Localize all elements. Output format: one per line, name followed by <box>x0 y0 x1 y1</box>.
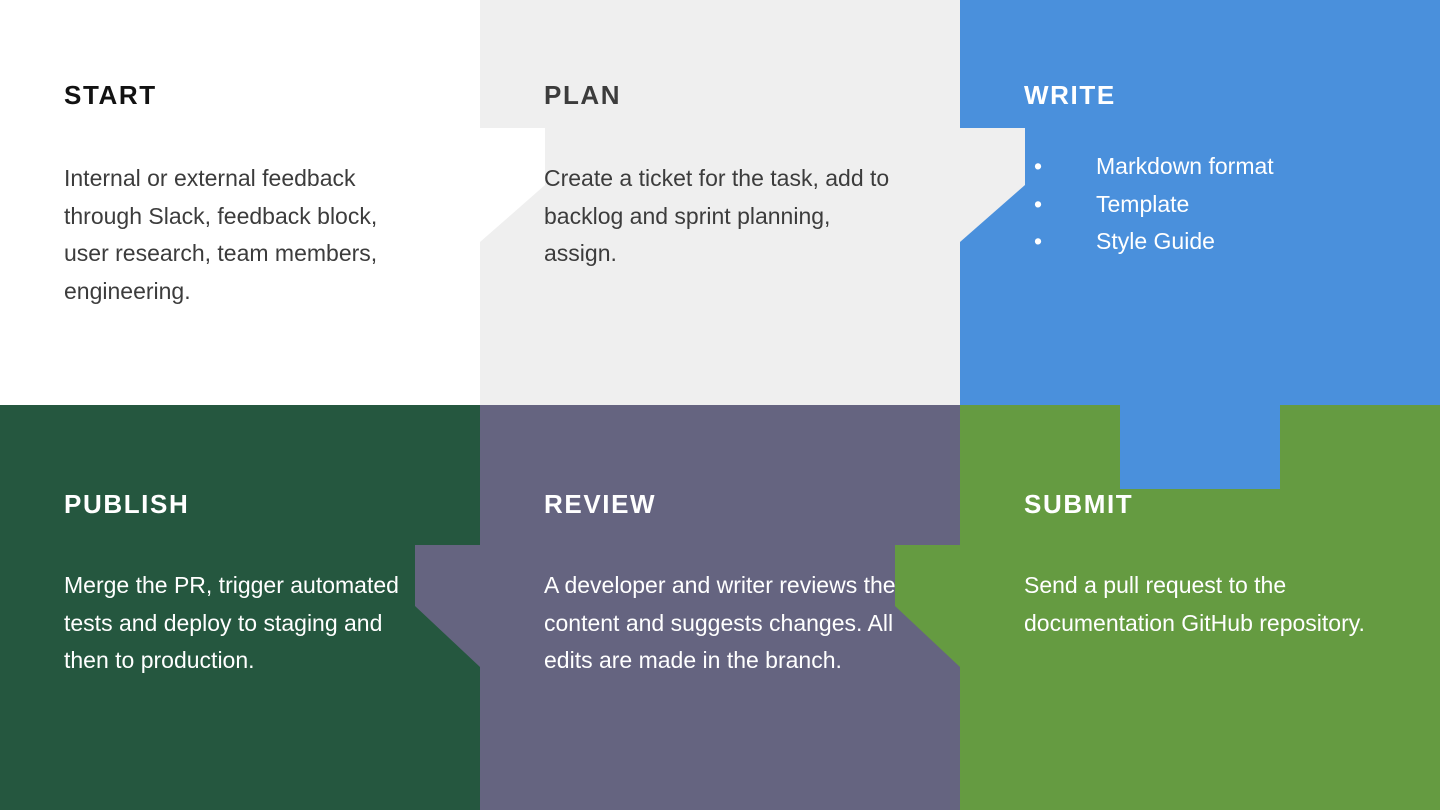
step-panel-plan[interactable]: PLAN Create a ticket for the task, add t… <box>480 0 960 405</box>
connector-arrow-left-icon-review-to-publish <box>415 545 480 667</box>
step-bullet-list-write: Markdown format Template Style Guide <box>1024 108 1376 261</box>
step-body-plan: Create a ticket for the task, add to bac… <box>544 165 890 267</box>
list-item: Template <box>1024 186 1376 224</box>
step-panel-write[interactable]: WRITE Markdown format Template Style Gui… <box>960 0 1440 405</box>
step-background-review <box>480 405 960 810</box>
list-item: Markdown format <box>1024 148 1376 186</box>
step-panel-review[interactable]: REVIEW A developer and writer reviews th… <box>480 405 960 810</box>
step-background-start <box>0 0 480 405</box>
connector-arrow-down-icon-write-to-submit <box>1120 405 1280 489</box>
step-body-submit: Send a pull request to the documentation… <box>1024 572 1365 636</box>
step-background-publish <box>0 405 480 810</box>
step-panel-start[interactable]: START Internal or external feedback thro… <box>0 0 480 405</box>
step-background-plan <box>480 0 960 405</box>
step-body-start: Internal or external feedback through Sl… <box>64 165 378 305</box>
connector-arrow-left-icon-submit-to-review <box>895 545 960 667</box>
step-panel-publish[interactable]: PUBLISH Merge the PR, trigger automated … <box>0 405 480 810</box>
step-body-review: A developer and writer reviews the conte… <box>544 572 896 674</box>
connector-arrow-right-icon-start-to-plan <box>480 128 545 242</box>
step-title-write: WRITE <box>1024 80 1116 110</box>
list-item: Style Guide <box>1024 223 1376 261</box>
step-title-start: START <box>64 80 157 110</box>
step-panel-submit[interactable]: SUBMIT Send a pull request to the docume… <box>960 405 1440 810</box>
step-title-review: REVIEW <box>544 489 657 519</box>
step-title-submit: SUBMIT <box>1024 489 1134 519</box>
connector-arrow-right-icon-plan-to-write <box>960 128 1025 242</box>
step-body-publish: Merge the PR, trigger automated tests an… <box>64 572 399 674</box>
step-title-publish: PUBLISH <box>64 489 190 519</box>
step-title-plan: PLAN <box>544 80 622 110</box>
